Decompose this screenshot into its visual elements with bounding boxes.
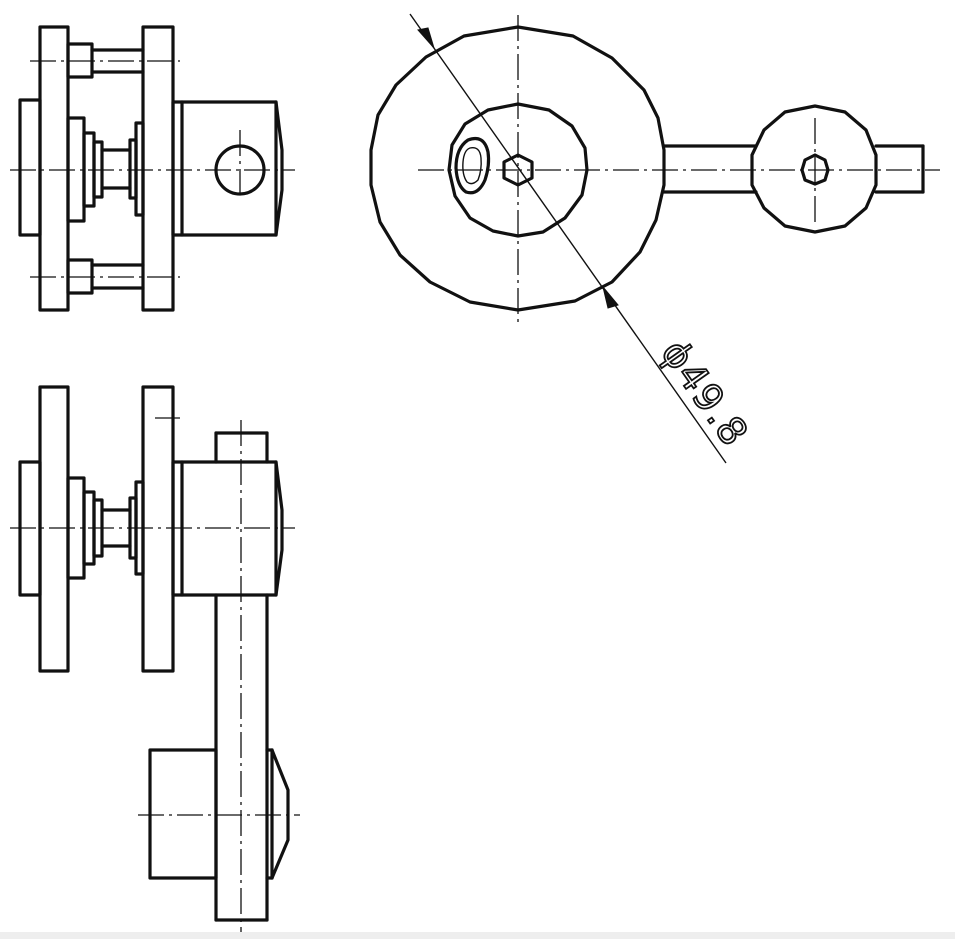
bottom-strip: [0, 932, 955, 939]
diameter-label: ϕ49.8: [653, 332, 758, 455]
diameter-dimension: ϕ49.8: [409, 13, 758, 464]
side-view-bottom: [10, 385, 300, 932]
front-view: [369, 15, 940, 322]
side-view-top: [10, 25, 295, 312]
